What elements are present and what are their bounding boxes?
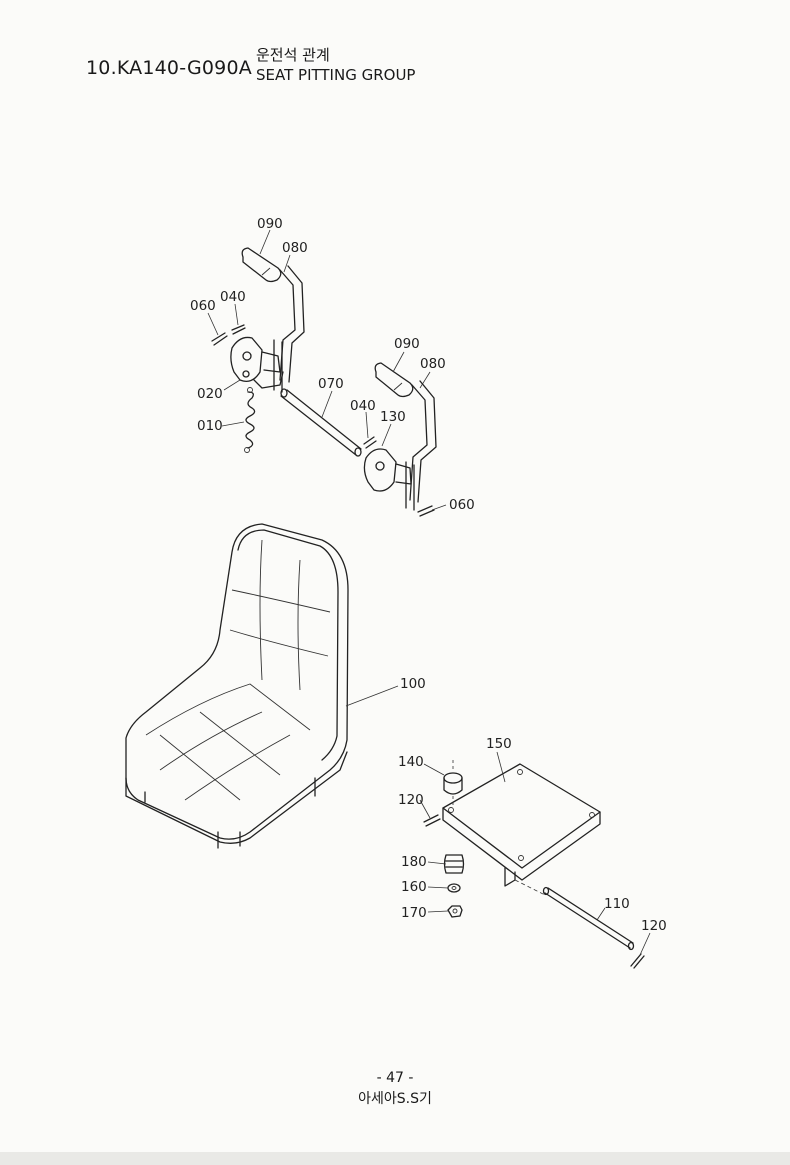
lever-grip-left [241,247,282,283]
callout-120-right: 120 [641,918,667,934]
callout-020: 020 [197,386,223,402]
callout-160: 160 [401,879,427,895]
scan-edge-strip [0,1152,790,1165]
callout-090-upper-left: 090 [257,216,283,232]
washer-160 [447,883,461,893]
split-pin-120-right [630,953,645,969]
callout-090-right: 090 [394,336,420,352]
pin-060-left [211,332,228,346]
page-number: - 47 - [376,1070,414,1086]
group-title-korean: 운전석 관계 [256,46,330,64]
callout-080-upper-left: 080 [282,240,308,256]
spring-010 [244,387,256,453]
seat-100 [125,523,349,849]
group-part-code: 10.KA140-G090A [86,57,252,79]
callout-040-right: 040 [350,398,376,414]
bracket-left [230,336,284,389]
group-title-english: SEAT PITTING GROUP [256,66,416,84]
callout-110: 110 [604,896,630,912]
pin-060-right [417,505,435,517]
shaft-110 [514,879,635,951]
lever-grip-right [374,362,414,398]
lever-arm-left [273,265,305,393]
base-plate-150 [442,763,601,887]
callout-130: 130 [380,409,406,425]
callout-100: 100 [400,676,426,692]
callout-070: 070 [318,376,344,392]
pin-040-right [363,436,377,449]
callout-080-right: 080 [420,356,446,372]
company-name: 아세아S.S기 [358,1091,432,1107]
lever-arm-right [405,380,437,511]
callout-040-upper-left: 040 [220,289,246,305]
shaft-070 [280,388,362,457]
callout-060-right: 060 [449,497,475,513]
callout-060-upper-left: 060 [190,298,216,314]
nut-170 [447,905,463,918]
callout-120-left: 120 [398,792,424,808]
callout-140: 140 [398,754,424,770]
callout-150: 150 [486,736,512,752]
bracket-right [363,448,412,492]
callout-180: 180 [401,854,427,870]
callout-170: 170 [401,905,427,921]
pin-040-left [231,324,246,335]
split-pin-120-left [423,814,441,827]
spring-180 [443,854,465,874]
rubber-cushion-140 [443,760,463,808]
leader-lines [207,229,651,956]
callout-010: 010 [197,418,223,434]
